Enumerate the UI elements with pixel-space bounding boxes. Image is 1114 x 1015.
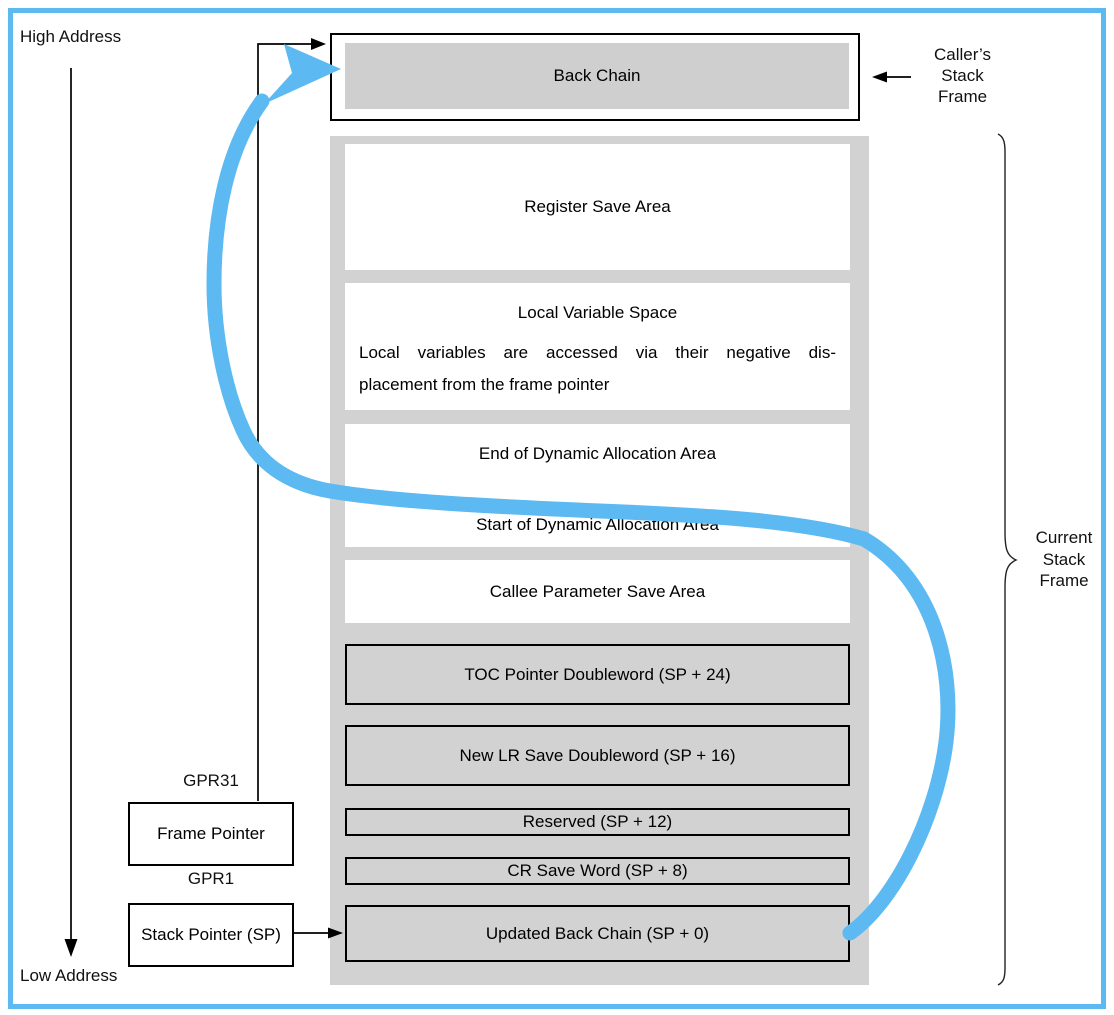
caller-back-chain-box: Back Chain [330, 33, 860, 121]
updated-back-chain-cell: Updated Back Chain (SP + 0) [345, 905, 850, 962]
local-variable-space-title: Local Variable Space [517, 303, 678, 322]
current-label-line3: Frame [1039, 571, 1089, 590]
low-address-label: Low Address [20, 966, 118, 985]
callers-label-line2: Stack [941, 66, 984, 85]
gpr31-label: GPR31 [183, 771, 239, 790]
callee-parameter-save-area-cell: Callee Parameter Save Area [345, 560, 850, 623]
toc-pointer-cell: TOC Pointer Doubleword (SP + 24) [345, 644, 850, 705]
new-lr-save-cell: New LR Save Doubleword (SP + 16) [345, 725, 850, 786]
cr-save-word-cell: CR Save Word (SP + 8) [345, 857, 850, 885]
callers-label-line3: Frame [937, 87, 988, 106]
current-label-line1: Current [1035, 528, 1093, 547]
gpr1-label: GPR1 [187, 869, 235, 888]
current-label-line2: Stack [1042, 549, 1086, 569]
back-chain-cell: Back Chain [345, 43, 849, 109]
dynamic-allocation-start-label: Start of Dynamic Allocation Area [476, 515, 719, 534]
register-save-area-cell: Register Save Area [345, 144, 850, 270]
current-stack-frame-label: Current Stack Frame [1018, 527, 1110, 592]
callers-label-line1: Caller’s [933, 45, 991, 64]
local-variable-note-line1: Local variables are accessed via their n… [359, 343, 836, 362]
local-variable-space-cell: Local Variable Space Local variables are… [345, 283, 850, 410]
frame-pointer-box: Frame Pointer [128, 802, 294, 866]
diagram-border [8, 8, 1106, 1009]
local-variable-note-line2: placement from the frame pointer [359, 375, 610, 394]
current-stack-frame-container: Register Save Area Local Variable Space … [330, 136, 869, 985]
callers-stack-frame-label: Caller’s Stack Frame [915, 44, 1010, 107]
stack-pointer-box: Stack Pointer (SP) [128, 903, 294, 967]
reserved-cell: Reserved (SP + 12) [345, 808, 850, 836]
high-address-label: High Address [20, 27, 122, 46]
dynamic-allocation-end-label: End of Dynamic Allocation Area [478, 444, 717, 463]
dynamic-allocation-cell: End of Dynamic Allocation Area Start of … [345, 424, 850, 547]
